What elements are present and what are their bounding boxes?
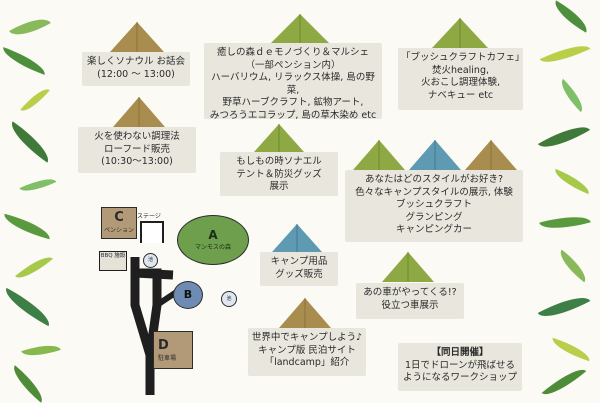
map-pond-2: 池 [221,291,237,307]
map-area-c-letter: C [114,210,124,225]
event-disaster-card: もしもの時ソナエル テント＆防災グッズ 展示 [220,152,338,196]
tent-icon [409,140,461,170]
map-area-c-label: ペンション [103,227,134,234]
event-style-line4: グランピング [405,211,463,223]
event-cooking-time: (10:30～13:00) [101,156,173,167]
event-style-line2: 色々なキャンプスタイルの展示, 体験 [355,186,513,198]
event-style-line1: あなたはどのスタイルがお好き? [364,174,504,185]
event-cafe-line1: 「ブッシュクラフトカフェ」 [401,52,525,63]
map-pond-2-label: 池 [226,296,232,302]
event-drone-line3: ようになるワークショップ [402,372,517,383]
tent-icon [353,140,405,170]
event-car-line1: あの車がやってくる!? [363,287,457,298]
map-area-d-parking: D 駐車場 [153,331,193,369]
site-map: C ペンション ステージ BBQ 施設 池 A マンモスの森 B 池 D 駐車場 [95,195,255,395]
event-drone-line1: 【同日開催】 [431,347,489,358]
tent-icon [270,14,330,44]
tent-icon [110,22,164,52]
event-car-card: あの車がやってくる!? 役立つ車展示 [356,283,464,319]
event-cooking-line1: 火を使わない調理法 [94,131,180,142]
event-landcamp-line3: 「landcamp」紹介 [264,357,350,368]
map-area-a-forest: A マンモスの森 [177,215,249,265]
tent-icon [113,97,165,127]
event-cooking-card: 火を使わない調理法 ローフード販売 (10:30～13:00) [78,127,196,173]
left-foliage-border [0,0,70,403]
map-pond-1: 池 [143,253,158,268]
event-car-line2: 役立つ車展示 [381,299,439,311]
tent-icon [254,124,304,152]
event-style-card: あなたはどのスタイルがお好き? 色々なキャンプスタイルの展示, 体験 ブッシュク… [345,170,523,242]
event-talk-title: 楽しくソナウル お話会 [86,56,186,67]
event-market-line1: 癒しの森ｄｅモノづくり＆マルシェ [216,47,369,58]
event-goods-line2: グッズ販売 [275,268,323,280]
event-disaster-line3: 展示 [269,181,289,192]
map-area-b-letter: B [183,288,193,301]
event-market-card: 癒しの森ｄｅモノづくり＆マルシェ （一部ペンション内） ハーバリウム, リラック… [204,43,382,121]
map-pond-1-label: 池 [147,257,153,263]
event-market-line2: （一部ペンション内） [245,59,341,71]
event-goods-line1: キャンプ用品 [270,256,328,267]
road-path [130,257,189,395]
event-cafe-line4: ナベキュー etc [427,89,494,101]
event-market-line3: ハーバリウム, リラックス体操, 島の野菜, [211,72,375,96]
event-landcamp-line2: キャンプ版 民泊サイト [258,344,356,356]
tent-icon [272,224,322,252]
map-area-a-label: マンモスの森 [194,244,231,251]
map-bbq-label: BBQ 施設 [99,251,127,271]
map-area-a-letter: A [208,228,218,242]
tent-icon [432,18,488,48]
map-stage [140,221,164,243]
event-talk-time: (12:00 ～ 13:00) [97,68,175,80]
right-foliage-border [530,0,600,403]
map-area-d-letter: D [158,338,169,353]
event-cafe-line3: 火おこし調理体験, [420,77,501,88]
event-market-line4: 野草ハーブクラフト, 鉱物アート, [222,97,364,108]
event-talk-card: 楽しくソナウル お話会 (12:00 ～ 13:00) [82,52,190,86]
event-cooking-line2: ローフード販売 [104,143,170,155]
event-landcamp-line1: 世界中でキャンプしよう♪ [251,332,363,343]
event-style-line3: ブッシュクラフト [395,199,472,210]
event-cafe-line2: 焚火healing, [431,64,490,76]
map-area-c-pension: C ペンション [101,207,137,239]
tent-icon [279,298,331,328]
event-disaster-line2: テント＆防災グッズ [236,168,322,180]
event-landcamp-card: 世界中でキャンプしよう♪ キャンプ版 民泊サイト 「landcamp」紹介 [248,328,366,376]
event-style-line5: キャンピングカー [395,224,472,235]
map-area-b: B [173,281,203,309]
event-drone-line2: 1日でドローンが飛ばせる [404,359,516,371]
map-stage-label: ステージ [137,213,161,220]
event-market-line5: みつろうエコラップ, 島の草木染め etc [209,109,377,121]
event-cafe-card: 「ブッシュクラフトカフェ」 焚火healing, 火おこし調理体験, ナベキュー… [398,48,525,110]
map-area-d-label: 駐車場 [158,355,177,362]
event-drone-card: 【同日開催】 1日でドローンが飛ばせる ようになるワークショップ [398,343,522,391]
event-goods-card: キャンプ用品 グッズ販売 [260,252,338,286]
tent-icon [465,140,517,170]
event-disaster-line1: もしもの時ソナエル [236,156,322,167]
tent-icon [382,252,434,282]
